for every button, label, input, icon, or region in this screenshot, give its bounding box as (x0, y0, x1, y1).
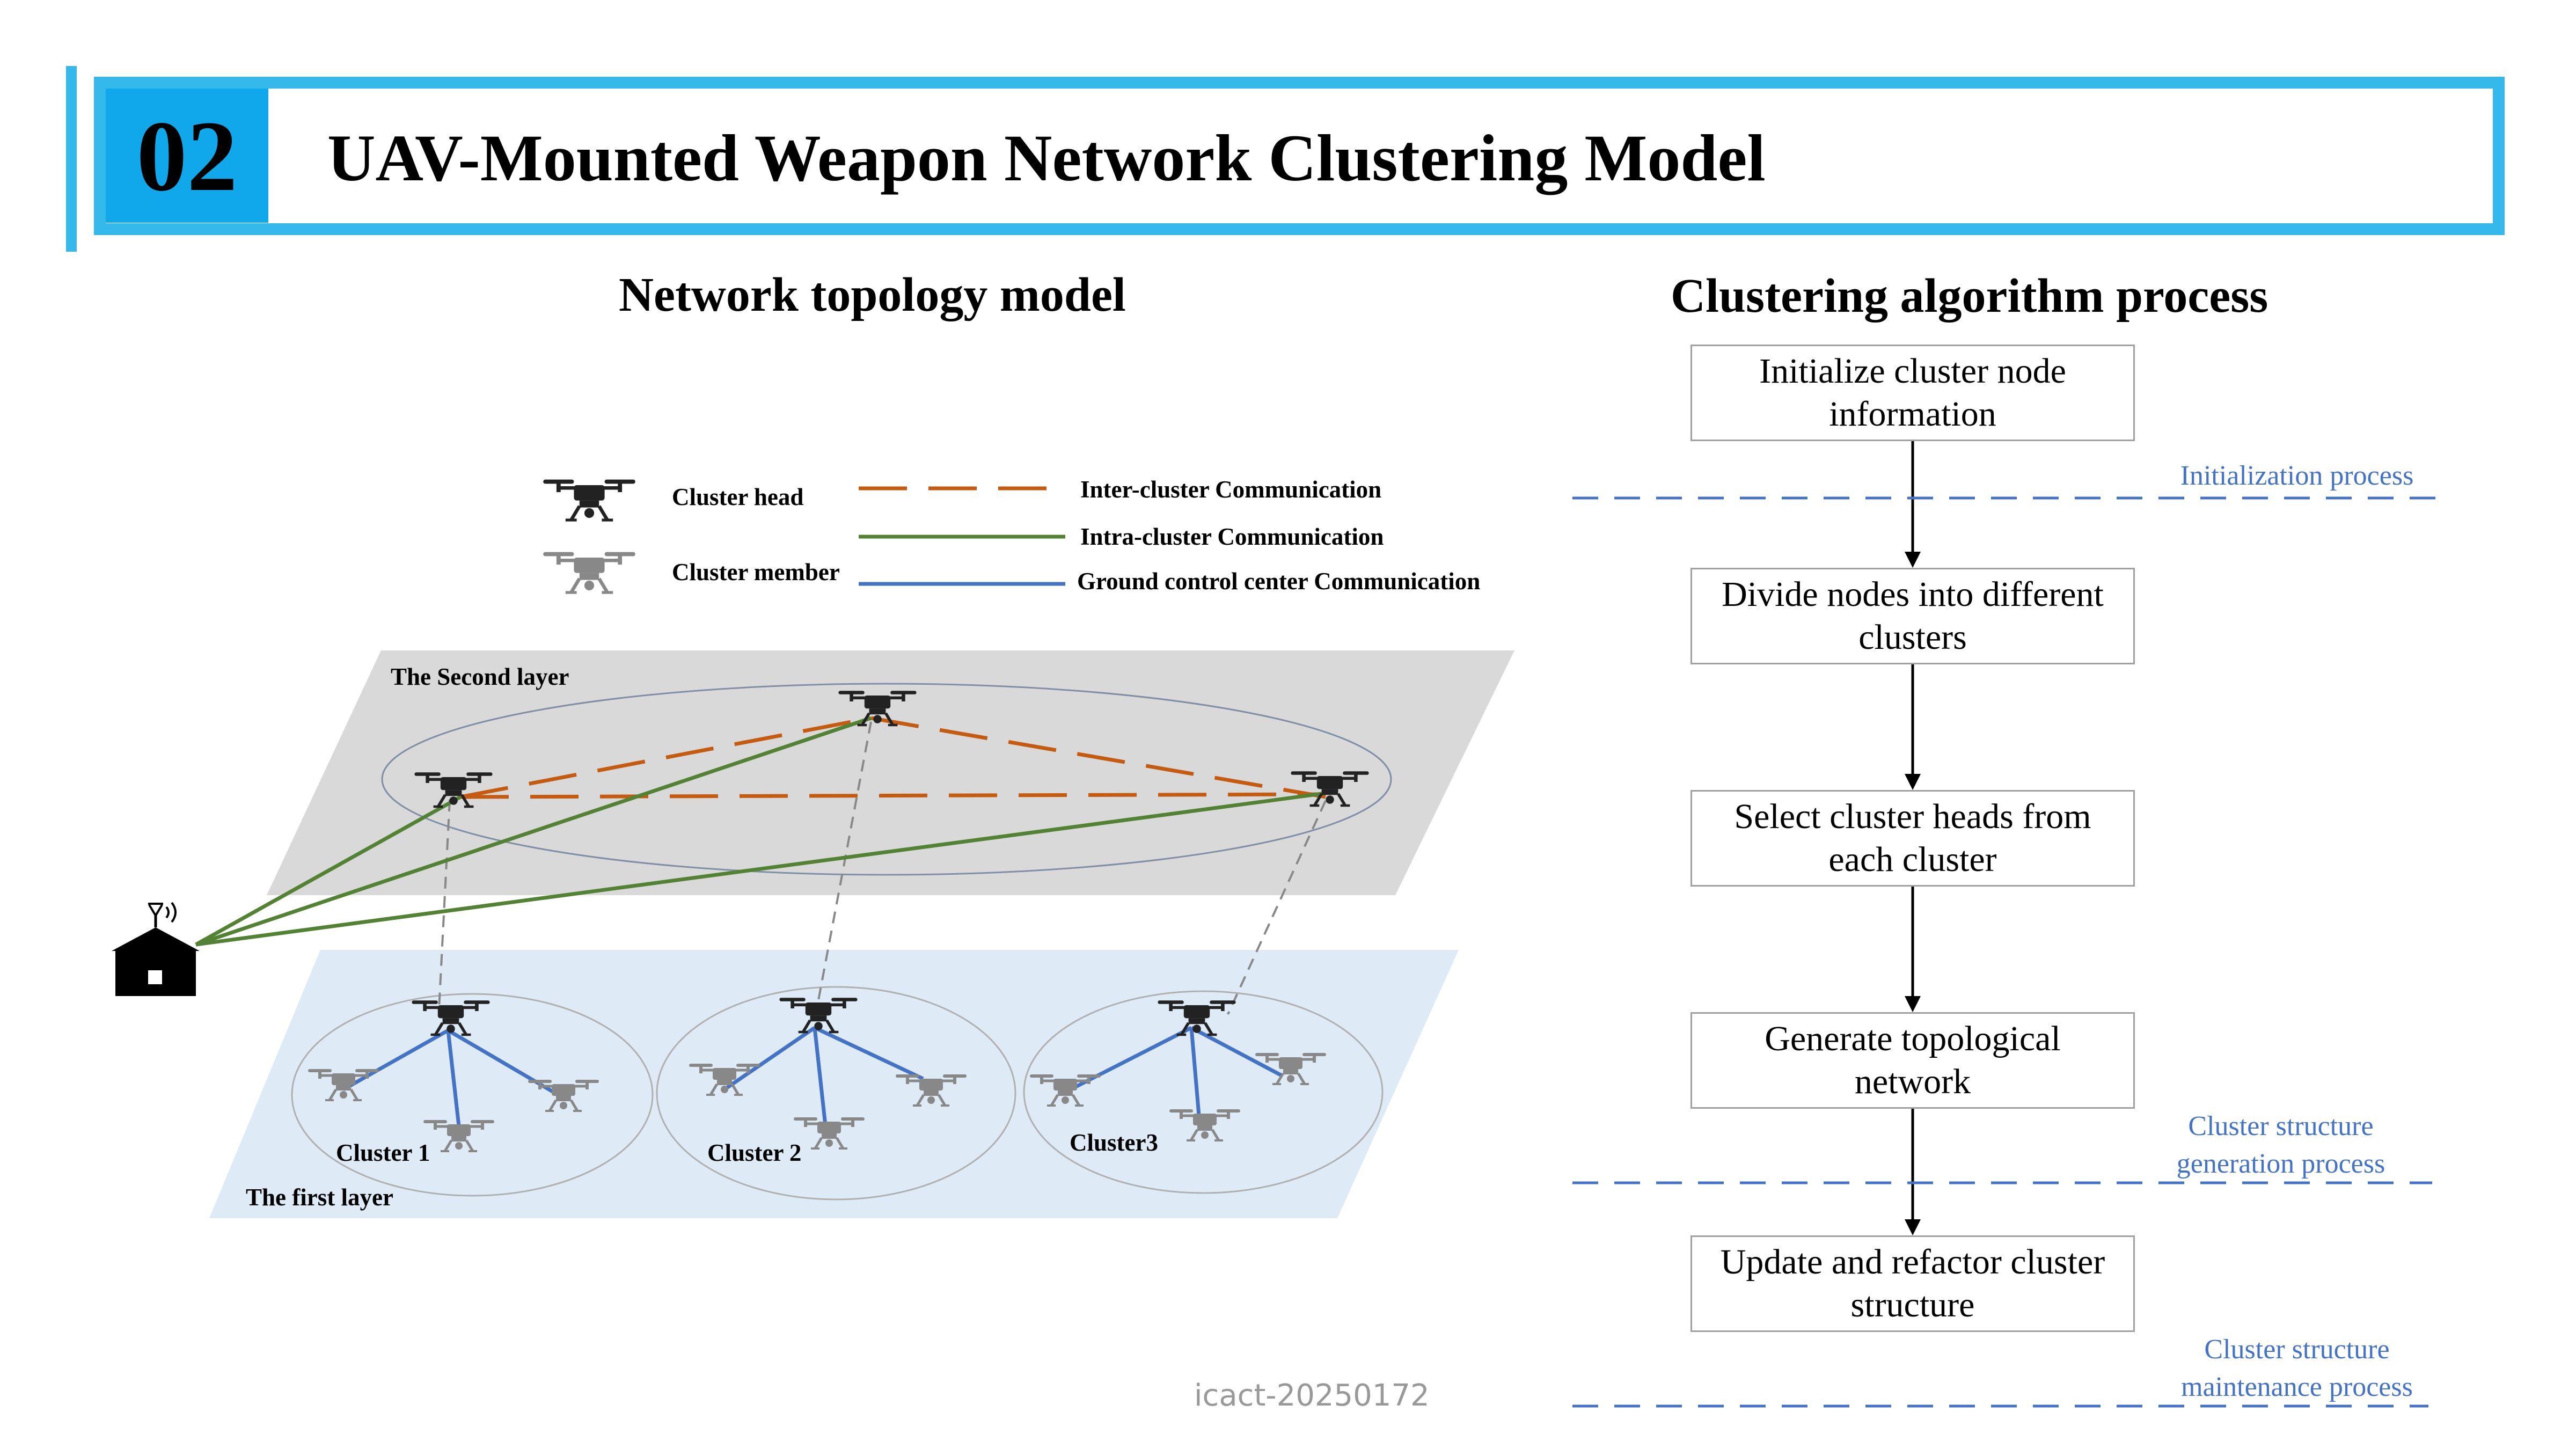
watermark-text: icact-20250172 (1194, 1378, 1430, 1413)
legend-cluster-head-icon (543, 480, 635, 520)
legend-cluster-member-icon (543, 552, 635, 592)
cluster-3-ring (1023, 990, 1384, 1194)
ground-link-3 (195, 791, 1326, 947)
layer-link-1 (438, 799, 451, 1009)
ground-control-station-icon (112, 902, 200, 996)
second-layer-label: The Second layer (391, 663, 569, 690)
layer-link-3 (1227, 800, 1327, 1015)
ground-link-2 (195, 716, 872, 947)
algorithm-title: Clustering algorithm process (1671, 269, 2268, 323)
inter-cluster-link-3 (460, 792, 1326, 799)
page-title: UAV-Mounted Weapon Network Clustering Mo… (327, 121, 1766, 195)
legend-intra-cluster-label: Intra-cluster Communication (1080, 523, 1384, 550)
first-layer-label: The first layer (246, 1184, 393, 1211)
section-number: 02 (106, 89, 268, 223)
second-layer-ring (381, 683, 1392, 876)
step-update-structure: Update and refactor cluster structure (1690, 1235, 2135, 1332)
legend-cluster-head-label: Cluster head (672, 484, 804, 510)
ground-link-1 (195, 795, 462, 947)
legend-ground-control-label: Ground control center Communication (1077, 568, 1481, 595)
legend-cluster-member-label: Cluster member (672, 559, 840, 586)
intra-cluster-links (342, 1026, 1284, 1141)
step-select-heads: Select cluster heads from each cluster (1690, 790, 2135, 887)
step-initialize: Initialize cluster node information (1690, 345, 2135, 441)
cluster-1-ring (291, 993, 654, 1197)
cluster-1-label: Cluster 1 (336, 1139, 430, 1166)
phase-initialization-label: Initialization process (2180, 460, 2414, 491)
legend-inter-cluster-label: Inter-cluster Communication (1080, 476, 1382, 503)
phase-generation-label: Cluster structure generation process (2176, 1111, 2385, 1179)
step-divide: Divide nodes into different clusters (1690, 568, 2135, 664)
phase-maintenance-label: Cluster structure maintenance process (2181, 1334, 2413, 1402)
header-frame (94, 77, 2505, 235)
flow-arrows (1905, 441, 1921, 1235)
inter-cluster-link-2 (870, 716, 1326, 799)
first-layer-plane (209, 950, 1459, 1218)
step-generate-network: Generate topological network (1690, 1012, 2135, 1109)
layer-link-2 (815, 721, 872, 1015)
topology-title: Network topology model (619, 268, 1126, 321)
header-accent-bar (66, 66, 77, 252)
cluster-2-ring (656, 986, 1016, 1201)
second-layer-plane (267, 650, 1514, 895)
cluster-3-label: Cluster3 (1070, 1129, 1158, 1156)
cluster-2-label: Cluster 2 (707, 1139, 802, 1166)
